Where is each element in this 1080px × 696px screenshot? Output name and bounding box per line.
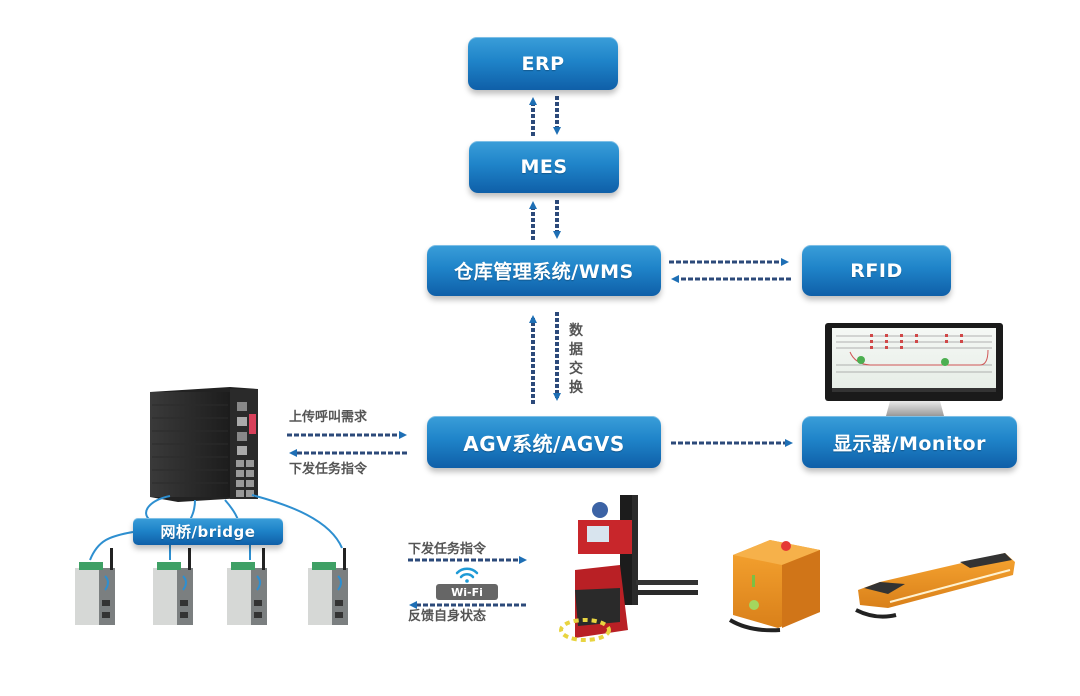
wifi-icon <box>455 567 479 583</box>
monitor-label: 显示器/Monitor <box>833 432 986 455</box>
bridge-device-3 <box>227 548 267 625</box>
erp-node[interactable]: ERP <box>468 37 618 90</box>
data-exchange-label: 数据交换 <box>569 323 583 396</box>
flat-agv-icon <box>855 553 1015 619</box>
wms-node[interactable]: 仓库管理系统/WMS <box>427 245 661 296</box>
mes-node[interactable]: MES <box>469 141 619 193</box>
agvs-label: AGV系统/AGVS <box>463 431 625 456</box>
wifi-badge: Wi-Fi <box>436 584 498 600</box>
agvs-node[interactable]: AGV系统/AGVS <box>427 416 661 468</box>
monitor-node[interactable]: 显示器/Monitor <box>802 416 1017 468</box>
monitor-display-icon <box>825 323 1003 416</box>
mes-label: MES <box>520 156 568 178</box>
bridge-node[interactable]: 网桥/bridge <box>133 518 283 545</box>
industrial-switch-icon <box>150 387 258 502</box>
network-cables <box>89 494 343 561</box>
bridge-label: 网桥/bridge <box>160 523 256 541</box>
rfid-label: RFID <box>850 259 903 282</box>
bridge-device-2 <box>153 548 193 625</box>
dispatch-task-label: 下发任务指令 <box>289 462 368 477</box>
bridge-device-4 <box>308 548 348 625</box>
wms-label: 仓库管理系统/WMS <box>454 261 634 283</box>
dispatch-task-agv-label: 下发任务指令 <box>408 542 487 557</box>
rfid-node[interactable]: RFID <box>802 245 951 296</box>
bridge-device-1 <box>75 548 115 625</box>
box-agv-icon <box>728 540 820 633</box>
erp-label: ERP <box>521 52 565 75</box>
upload-call-request-label: 上传呼叫需求 <box>289 410 368 425</box>
forklift-agv-icon <box>559 495 698 642</box>
feedback-status-label: 反馈自身状态 <box>408 609 487 624</box>
